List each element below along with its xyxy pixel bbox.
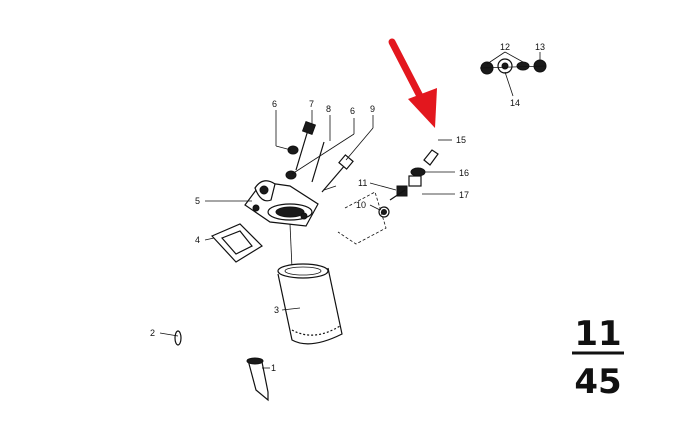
callout-1: 1 xyxy=(271,363,276,373)
callout-4: 4 xyxy=(195,235,200,245)
callout-3: 3 xyxy=(274,305,279,315)
hose-and-pipe xyxy=(172,324,269,402)
dipstick-assembly xyxy=(337,58,547,245)
bolts xyxy=(285,120,354,193)
callout-9: 9 xyxy=(370,104,375,114)
callout-16: 16 xyxy=(459,168,469,178)
callout-7: 7 xyxy=(309,99,314,109)
callout-17: 17 xyxy=(459,190,469,200)
red-arrow-icon xyxy=(388,38,437,128)
callout-14: 14 xyxy=(510,98,520,108)
filter-element xyxy=(277,263,343,345)
callout-5: 5 xyxy=(195,196,200,206)
page-ref-bottom: 45 xyxy=(574,362,621,402)
leader-lines xyxy=(159,51,541,369)
page-reference: 11 45 xyxy=(572,314,624,402)
callout-13: 13 xyxy=(535,42,545,52)
page-ref-top: 11 xyxy=(574,314,621,354)
callout-10: 10 xyxy=(356,200,366,210)
callout-12: 12 xyxy=(500,42,510,52)
callout-11: 11 xyxy=(358,178,367,188)
callout-8: 8 xyxy=(326,104,331,114)
gasket xyxy=(210,223,263,263)
callout-6b: 6 xyxy=(350,106,355,116)
callout-15: 15 xyxy=(456,135,466,145)
callout-2: 2 xyxy=(150,328,155,338)
filter-housing xyxy=(244,180,319,269)
callout-6a: 6 xyxy=(272,99,277,109)
